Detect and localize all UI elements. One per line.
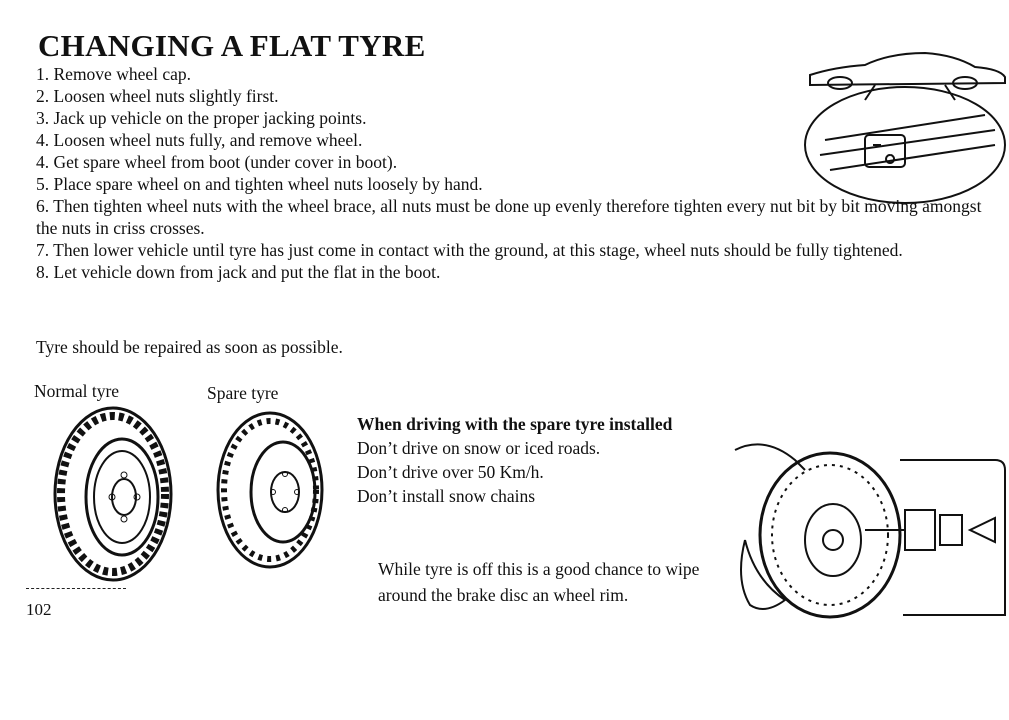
step-item: 4. Loosen wheel nuts fully, and remove w… bbox=[36, 130, 363, 150]
brake-disc-illustration bbox=[734, 443, 1006, 619]
page-title: CHANGING A FLAT TYRE bbox=[38, 28, 426, 63]
step-item: 1. Remove wheel cap. bbox=[36, 64, 192, 84]
warning-line: Don’t drive on snow or iced roads. bbox=[357, 438, 601, 458]
brake-disc-note: While tyre is off this is a good chance … bbox=[378, 559, 700, 605]
warning-line: Don’t drive over 50 Km/h. bbox=[357, 462, 544, 482]
step-item: 2. Loosen wheel nuts slightly first. bbox=[36, 86, 279, 106]
step-item: 8. Let vehicle down from jack and put th… bbox=[36, 262, 441, 282]
footer-dash-line bbox=[26, 588, 126, 589]
spare-tyre-label: Spare tyre bbox=[207, 383, 279, 403]
spare-tyre-warning: When driving with the spare tyre install… bbox=[357, 412, 677, 508]
normal-tyre-illustration bbox=[53, 406, 173, 582]
warning-heading: When driving with the spare tyre install… bbox=[357, 414, 673, 434]
warning-line: Don’t install snow chains bbox=[357, 486, 536, 506]
step-item: 6. Then tighten wheel nuts with the whee… bbox=[36, 196, 982, 238]
car-jack-illustration bbox=[804, 51, 1006, 204]
page-number: 102 bbox=[26, 600, 52, 619]
normal-tyre-label: Normal tyre bbox=[34, 381, 120, 401]
spare-tyre-illustration bbox=[216, 411, 324, 569]
step-item: 5. Place spare wheel on and tighten whee… bbox=[36, 174, 483, 194]
step-item: 7. Then lower vehicle until tyre has jus… bbox=[36, 240, 903, 260]
repair-note: Tyre should be repaired as soon as possi… bbox=[36, 337, 343, 357]
instruction-steps: 1. Remove wheel cap. 2. Loosen wheel nut… bbox=[36, 63, 996, 283]
step-item: 3. Jack up vehicle on the proper jacking… bbox=[36, 108, 367, 128]
step-item: 4. Get spare wheel from boot (under cove… bbox=[36, 152, 398, 172]
